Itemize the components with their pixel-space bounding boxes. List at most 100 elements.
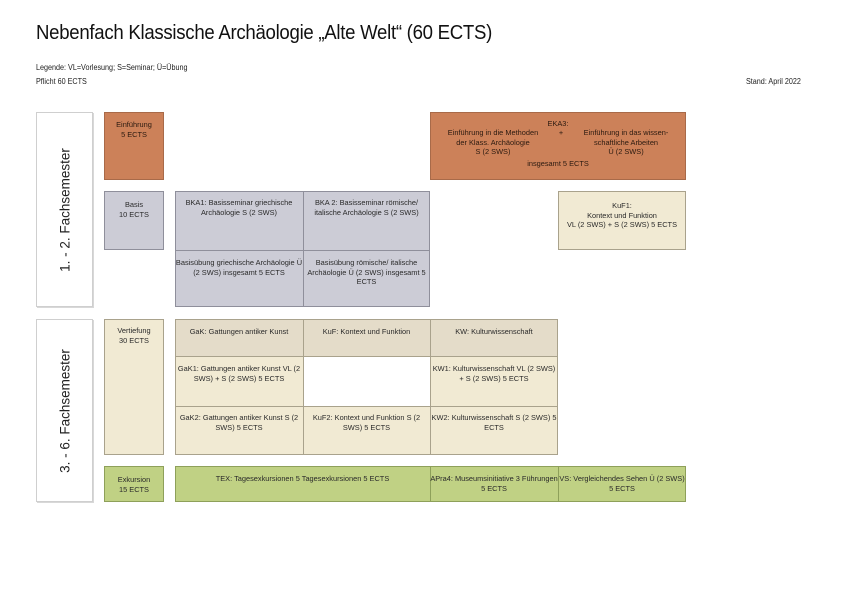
grid-divider <box>430 466 431 502</box>
module-line: S (2 SWS) 5 ECTS <box>215 413 299 432</box>
header-kuf: KuF: Kontext und Funktion <box>303 327 430 337</box>
module-total: insgesamt 5 ECTS <box>527 159 589 168</box>
module-line: Kulturwissenschaft <box>451 413 514 422</box>
module-line: griechische Archäologie <box>216 258 295 267</box>
legend-text: Legende: VL=Vorlesung; S=Seminar; Ü=Übun… <box>36 63 188 72</box>
module-line: KuF: <box>322 327 339 336</box>
module-line: Basisübung römische/ <box>315 258 389 267</box>
module-line: KuF1: <box>612 201 632 210</box>
module-line: Gattungen antiker Kunst <box>208 327 289 336</box>
group-ects: 30 ECTS <box>119 335 149 345</box>
module-line: Ü (2 SWS) <box>608 147 644 157</box>
module-line: VL (2 SWS) + S (2 SWS) 5 ECTS <box>459 364 556 383</box>
module-line: Ü (2 SWS) <box>193 258 303 277</box>
module-line: schaftliche Arbeiten <box>593 137 659 147</box>
module-line: S (2 SWS) <box>242 207 277 217</box>
group-title: Basis <box>124 200 144 209</box>
grid-divider <box>303 191 304 307</box>
group-title: Vertiefung <box>117 326 151 335</box>
module-line: Einführung in die Methoden <box>447 128 539 137</box>
module-line: GaK2: <box>179 413 201 422</box>
module-bka2-uebung: Basisübung römische/ italische Archäolog… <box>303 258 430 287</box>
grid-divider <box>175 356 558 357</box>
module-bka1-seminar: BKA1: Basisseminar griechische Archäolog… <box>175 198 303 217</box>
module-line: 5 Tagesexkursionen 5 ECTS <box>295 474 390 483</box>
module-line: Basisseminar römische/ <box>339 198 419 207</box>
module-line: Gattungen antiker Kunst <box>200 364 281 373</box>
module-line: GaK1: <box>177 364 199 373</box>
module-gak1: GaK1: Gattungen antiker Kunst VL (2 SWS)… <box>175 364 303 383</box>
module-kw2: KW2: Kulturwissenschaft S (2 SWS) 5 ECTS <box>430 413 558 432</box>
module-line: BKA1: <box>185 198 207 207</box>
module-apra4: APra4: Museumsinitiative 3 Führungen 5 E… <box>430 474 558 493</box>
grid-divider <box>430 319 431 455</box>
module-line: insgesamt 5 ECTS <box>223 267 285 277</box>
eka3-seminar: Einführung in die Methoden der Klass. Ar… <box>431 128 555 157</box>
header-gak: GaK: Gattungen antiker Kunst <box>175 327 303 337</box>
module-line: VS: Vergleichendes Sehen <box>559 474 648 483</box>
module-line: 3 Führungen 5 ECTS <box>481 474 558 493</box>
header-kw: KW: Kulturwissenschaft <box>430 327 558 337</box>
module-group-basis: Basis 10 ECTS <box>104 191 164 250</box>
module-group-einfuehrung: Einführung 5 ECTS <box>104 112 164 180</box>
grid-divider <box>175 406 558 407</box>
module-line: italische Archäologie <box>307 258 418 277</box>
module-kuf1: KuF1: Kontext und Funktion VL (2 SWS) + … <box>558 191 686 250</box>
module-line: Einführung in das wissen- <box>583 128 669 137</box>
grid-divider <box>558 466 559 502</box>
module-code: EKA3: <box>547 119 569 128</box>
module-line: Ü (2 SWS) 5 ECTS <box>609 474 685 493</box>
module-line: KW1: <box>432 364 451 373</box>
module-line: Ü (2 SWS) <box>348 267 384 277</box>
module-kuf2: KuF2: Kontext und Funktion S (2 SWS) 5 E… <box>303 413 430 432</box>
module-bka2-seminar: BKA 2: Basisseminar römische/ italische … <box>303 198 430 217</box>
grid-divider <box>175 250 430 251</box>
module-line: Kulturwissenschaft <box>471 327 533 336</box>
module-line: S (2 SWS) 5 ECTS <box>342 413 421 432</box>
module-line: insgesamt 5 ECTS <box>356 267 426 287</box>
page-title: Nebenfach Klassische Archäologie „Alte W… <box>36 22 493 44</box>
module-line: GaK: <box>189 327 207 336</box>
module-line: Basisübung <box>175 258 215 267</box>
module-line: VL (2 SWS) + S (2 SWS) 5 ECTS <box>567 220 677 230</box>
grid-divider <box>303 319 304 455</box>
module-eka3: EKA3: Einführung in die Methoden der Kla… <box>430 112 686 180</box>
group-ects: 15 ECTS <box>119 484 149 494</box>
status-date: Stand: April 2022 <box>746 77 801 86</box>
group-title: Exkursion <box>117 475 151 484</box>
eka3-uebung: Einführung in das wissen- schaftliche Ar… <box>567 128 685 157</box>
group-title: Einführung <box>116 120 152 129</box>
module-line: APra4: Museumsinitiative <box>430 474 514 483</box>
module-line: Gattungen antiker Kunst <box>202 413 283 422</box>
semester-label: 3. - 6. Fachsemester <box>57 348 72 473</box>
semester-block-1-2: 1. - 2. Fachsemester <box>36 112 93 307</box>
module-line: italische Archäologie <box>314 207 382 217</box>
module-line: S (2 SWS) <box>475 147 511 157</box>
semester-label: 1. - 2. Fachsemester <box>57 147 72 272</box>
module-line: TEX: Tagesexkursionen <box>215 474 294 483</box>
module-grid-bka <box>175 191 430 307</box>
module-bka1-uebung: Basisübung griechische Archäologie Ü (2 … <box>175 258 303 277</box>
module-tex: TEX: Tagesexkursionen 5 Tagesexkursionen… <box>175 474 430 484</box>
module-line: S (2 SWS) <box>383 207 419 217</box>
module-line: der Klass. Archäologie <box>456 137 530 147</box>
module-line: Basisseminar <box>208 198 253 207</box>
module-gak2: GaK2: Gattungen antiker Kunst S (2 SWS) … <box>175 413 303 432</box>
plus-sign: + <box>558 128 564 137</box>
group-ects: 10 ECTS <box>119 209 149 219</box>
module-group-vertiefung: Vertiefung 30 ECTS <box>104 319 164 455</box>
module-line: Kulturwissenschaft <box>452 364 515 373</box>
module-line: BKA 2: <box>314 198 338 207</box>
module-vs: VS: Vergleichendes Sehen Ü (2 SWS) 5 ECT… <box>558 474 686 493</box>
module-line: VL (2 SWS) + S (2 SWS) 5 ECTS <box>193 364 301 383</box>
empty-cell <box>304 357 430 406</box>
module-line: Kontext und Funktion <box>334 413 405 422</box>
mandatory-ects: Pflicht 60 ECTS <box>36 77 87 86</box>
semester-block-3-6: 3. - 6. Fachsemester <box>36 319 93 502</box>
module-group-exkursion: Exkursion 15 ECTS <box>104 466 164 502</box>
module-line: S (2 SWS) 5 ECTS <box>484 413 557 432</box>
module-line: KuF2: <box>312 413 333 422</box>
grid-header-row <box>176 320 557 356</box>
group-ects: 5 ECTS <box>121 129 147 139</box>
module-line: Kontext und Funktion <box>587 210 657 220</box>
